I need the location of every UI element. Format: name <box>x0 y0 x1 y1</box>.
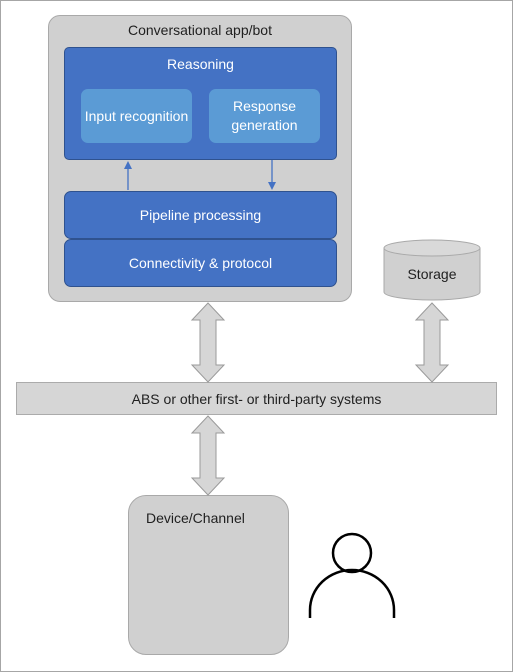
pipeline-processing-label: Pipeline processing <box>139 207 262 223</box>
storage-label: Storage <box>407 266 457 282</box>
input-recognition-box: Input recognition <box>81 89 192 143</box>
connectivity-protocol-box: Connectivity & protocol <box>64 239 337 287</box>
input-recognition-label: Input recognition <box>84 107 189 124</box>
connectivity-protocol-label: Connectivity & protocol <box>128 255 273 271</box>
reasoning-title: Reasoning <box>167 56 234 72</box>
abs-to-device-double-arrow <box>190 415 226 496</box>
abs-systems-bar: ABS or other first- or third-party syste… <box>16 382 497 415</box>
reasoning-box: Reasoning Input recognition Response gen… <box>64 47 337 160</box>
response-generation-label: Response generation <box>231 98 298 133</box>
app-title: Conversational app/bot <box>128 22 272 38</box>
storage-to-abs-double-arrow <box>414 302 450 383</box>
app-to-abs-double-arrow <box>190 302 226 383</box>
storage-cylinder-icon <box>383 239 481 301</box>
device-channel-box: Device/Channel <box>128 495 289 655</box>
device-channel-label: Device/Channel <box>146 510 245 526</box>
user-icon <box>308 532 396 618</box>
abs-systems-label: ABS or other first- or third-party syste… <box>131 390 382 407</box>
pipeline-processing-box: Pipeline processing <box>64 191 337 239</box>
response-generation-box: Response generation <box>209 89 320 143</box>
